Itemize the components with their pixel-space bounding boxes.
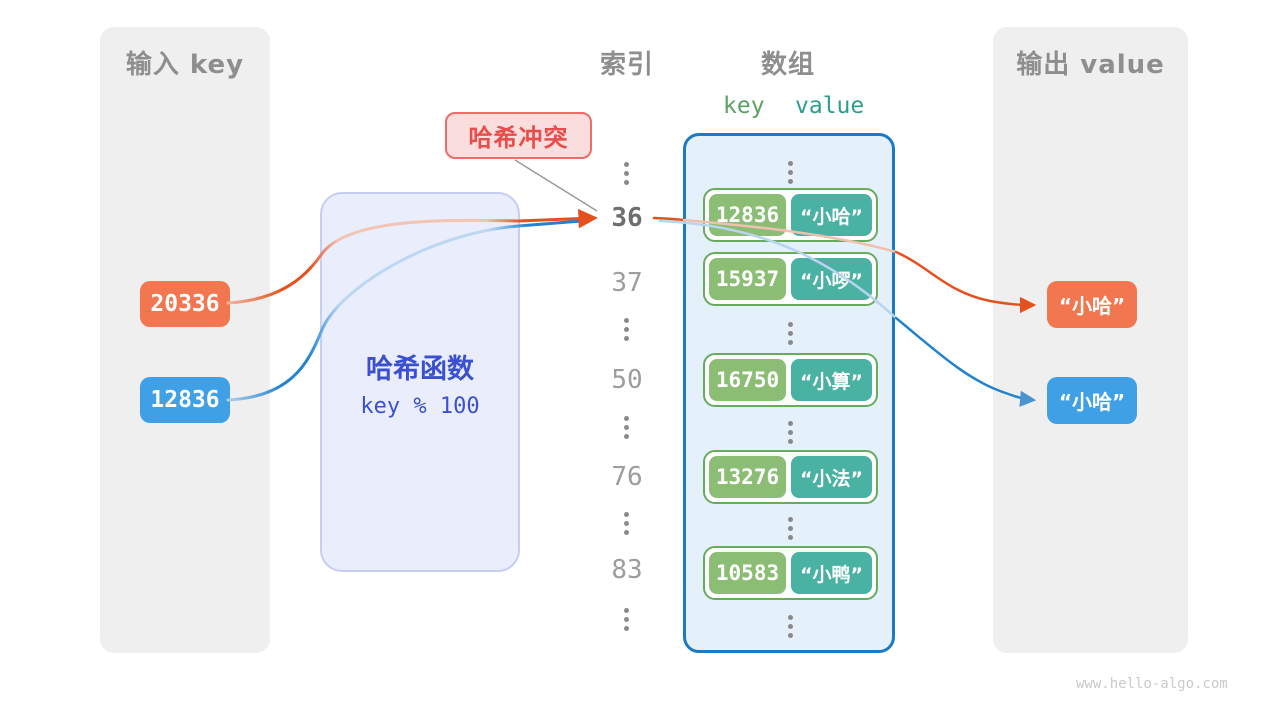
value-cell: “小啰” xyxy=(791,258,872,300)
key-cell: 10583 xyxy=(709,552,786,594)
index-36: 36 xyxy=(611,203,643,233)
output-value-orange: “小哈” xyxy=(1047,281,1137,328)
watermark: www.hello-algo.com xyxy=(1076,676,1228,692)
array-ellipsis-bottom xyxy=(788,615,793,638)
hash-function-box: 哈希函数 key % 100 xyxy=(320,192,520,572)
value-cell: “小哈” xyxy=(791,194,872,236)
key-header: key xyxy=(723,93,765,119)
array-column-title: 数组 xyxy=(760,50,815,80)
array-row-15937: 15937 “小啰” xyxy=(703,252,878,306)
array-row-10583: 10583 “小鸭” xyxy=(703,546,878,600)
index-column-title: 索引 xyxy=(599,50,654,80)
value-cell: “小法” xyxy=(791,456,872,498)
array-container: 12836 “小哈” 15937 “小啰” 16750 “小算” 13276 “… xyxy=(683,133,895,653)
key-cell: 13276 xyxy=(709,456,786,498)
index-50: 50 xyxy=(611,365,643,395)
array-ellipsis-top xyxy=(788,161,793,184)
index-83: 83 xyxy=(611,555,643,585)
array-ellipsis xyxy=(788,421,793,444)
hash-function-formula: key % 100 xyxy=(360,394,480,419)
input-panel-title: 输入 key xyxy=(125,50,245,80)
key-cell: 16750 xyxy=(709,359,786,401)
index-ellipsis xyxy=(624,318,629,341)
output-value-panel: 输出 value xyxy=(993,27,1188,653)
hash-collision-label: 哈希冲突 xyxy=(445,112,592,159)
input-key-12836: 12836 xyxy=(140,377,230,423)
output-value-blue: “小哈” xyxy=(1047,377,1137,424)
array-ellipsis xyxy=(788,322,793,345)
index-76: 76 xyxy=(611,462,643,492)
value-cell: “小鸭” xyxy=(791,552,872,594)
array-row-13276: 13276 “小法” xyxy=(703,450,878,504)
key-cell: 15937 xyxy=(709,258,786,300)
key-cell: 12836 xyxy=(709,194,786,236)
input-key-20336: 20336 xyxy=(140,281,230,327)
value-header: value xyxy=(795,93,865,119)
index-ellipsis-top xyxy=(624,162,629,185)
output-panel-title: 输出 value xyxy=(1016,50,1165,80)
index-ellipsis xyxy=(624,512,629,535)
collision-connector-line xyxy=(514,159,598,212)
hash-function-title: 哈希函数 xyxy=(366,354,474,385)
array-ellipsis xyxy=(788,517,793,540)
index-ellipsis-bottom xyxy=(624,608,629,631)
array-row-12836: 12836 “小哈” xyxy=(703,188,878,242)
array-row-16750: 16750 “小算” xyxy=(703,353,878,407)
index-37: 37 xyxy=(611,268,643,298)
value-cell: “小算” xyxy=(791,359,872,401)
array-kv-header: key value xyxy=(683,93,895,119)
index-ellipsis xyxy=(624,416,629,439)
input-key-panel: 输入 key xyxy=(100,27,270,653)
